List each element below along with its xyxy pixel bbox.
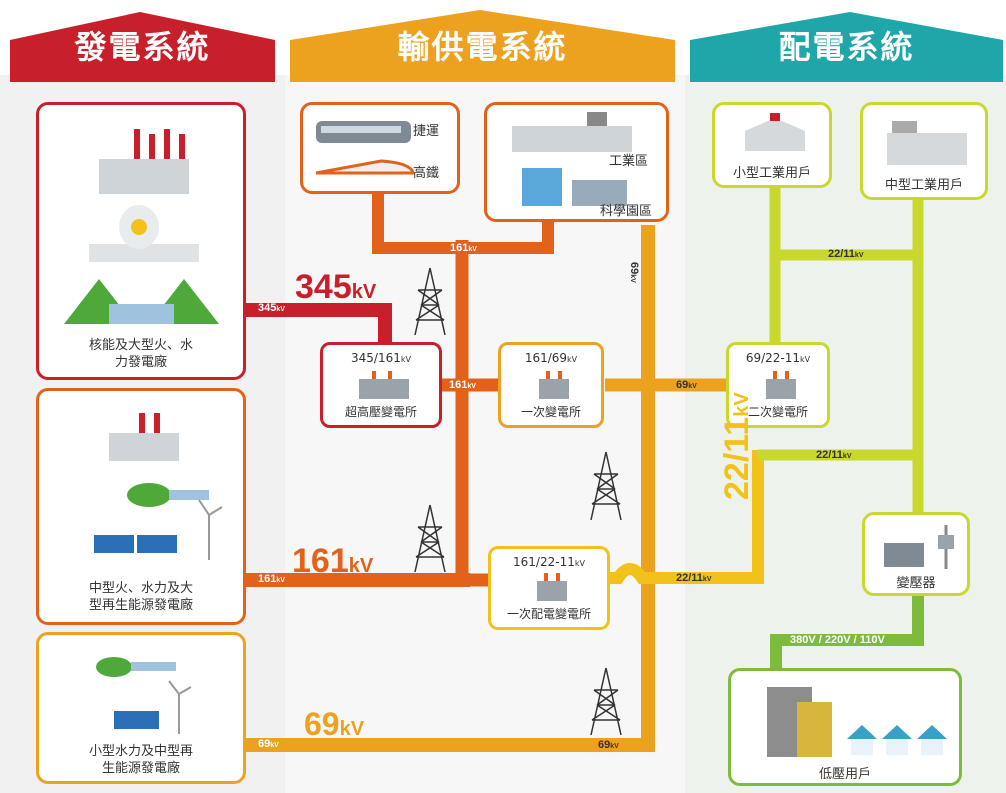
header-distribution: 配電系統 (778, 28, 915, 66)
header-transmission: 輸供電系統 (397, 28, 568, 66)
secondary-sub-rating: 69/22-11 (745, 351, 801, 365)
ultra-sub-label: 超高壓變電所 (344, 405, 417, 419)
wind-turbine-icon (168, 680, 192, 734)
medium-industrial-label: 中型工業用戶 (884, 178, 963, 193)
small-industrial-box: 小型工業用戶 (712, 102, 832, 188)
science-park-label: 科學園區 (599, 204, 652, 219)
generation-box-large: 核能及大型火、水 力發電廠 (36, 102, 246, 380)
generation-small-label-2: 生能源發電廠 (101, 761, 180, 776)
transformer-icon (537, 573, 567, 601)
line-label-69-mid: 69kV (676, 379, 697, 391)
mrt-icon (316, 121, 411, 143)
voltage-345-label: 345kV (295, 268, 377, 306)
secondary-sub-label: 二次變電所 (747, 405, 808, 419)
transformer-box: 變壓器 (862, 512, 970, 596)
generation-box-small: 小型水力及中型再 生能源發電廠 (36, 632, 246, 784)
transformer-label: 變壓器 (896, 576, 936, 591)
line-label-161-top: 161kV (450, 242, 477, 254)
hsr-label: 高鐵 (413, 166, 440, 181)
small-plant-icons (96, 657, 192, 734)
tower-icon (590, 667, 622, 736)
medium-factory-icon (887, 121, 967, 165)
medium-plant-icons (94, 413, 223, 560)
wind-turbine-icon (198, 499, 223, 560)
transformer-icon (539, 371, 569, 399)
generation-small-label-1: 小型水力及中型再 (88, 744, 193, 759)
rail-customers-box: 捷運 高鐵 (300, 102, 460, 194)
tower-icon (414, 504, 446, 573)
industrial-label: 工業區 (608, 154, 648, 169)
header-generation: 發電系統 (74, 28, 211, 66)
line-label-2211-mid: 22/11kV (816, 449, 852, 461)
secondary-substation: 69/22-11kV 二次變電所 (726, 342, 830, 428)
hydro-icon (96, 657, 176, 677)
power-plant-icons (64, 129, 219, 324)
primary-dist-rating: 161/22-11 (513, 555, 575, 569)
industrial-customers-box: 工業區 科學園區 (484, 102, 669, 222)
generation-box-medium: 中型火、水力及大 型再生能源發電廠 (36, 388, 246, 625)
kv-unit: kV (800, 355, 811, 364)
generation-large-label-2: 力發電廠 (114, 355, 167, 370)
small-industrial-label: 小型工業用戶 (732, 166, 811, 181)
generation-medium-label-1: 中型火、水力及大 (88, 581, 193, 596)
medium-industrial-box: 中型工業用戶 (860, 102, 988, 200)
primary-sub-label: 一次變電所 (520, 405, 581, 419)
small-factory-icon (745, 113, 805, 151)
primary-dist-label: 一次配電變電所 (506, 607, 591, 621)
low-voltage-rating: 380V / 220V / 110V (790, 634, 885, 646)
line-label-69-bottom: 69kV (598, 739, 619, 751)
industrial-icons (512, 112, 632, 206)
solar-panel-icon (114, 711, 159, 729)
hsr-icon (315, 159, 415, 175)
house-icon (882, 725, 912, 755)
line-label-2211: 22/11kV (676, 572, 712, 584)
pole-transformer-icon (884, 525, 954, 569)
house-icon (847, 725, 877, 755)
primary-sub-rating: 161/69 (524, 351, 568, 365)
voltage-69-label: 69kV (304, 706, 365, 742)
train-icons (315, 121, 415, 175)
tower-icon (414, 267, 446, 336)
mrt-label: 捷運 (413, 124, 440, 139)
transformer-icon (359, 371, 409, 399)
building-icon (767, 687, 832, 757)
ultra-sub-rating: 345/161 (351, 351, 401, 365)
low-voltage-box: 低壓用戶 (728, 668, 962, 786)
line-label-161-mid: 161kV (449, 379, 476, 391)
transformer-icon (766, 371, 796, 399)
line-label-2211-top: 22/11kV (828, 248, 864, 260)
primary-substation: 161/69kV 一次變電所 (498, 342, 604, 428)
line-label-161: 161kV (258, 573, 285, 585)
office-building-icon (522, 168, 627, 206)
solar-panel-icon (94, 535, 177, 553)
line-label-69: 69kV (258, 738, 279, 750)
header-roofs (10, 10, 1003, 82)
factory-icon (99, 129, 189, 194)
hydro-dam-icon (64, 279, 219, 324)
generation-medium-label-2: 型再生能源發電廠 (88, 598, 193, 613)
city-icon (767, 687, 947, 757)
line-label-345: 345kV (258, 302, 285, 314)
factory-icon (109, 413, 179, 461)
low-voltage-label: 低壓用戶 (818, 767, 871, 782)
kv-unit: kV (400, 355, 411, 364)
kv-unit: kV (567, 355, 578, 364)
primary-distribution-substation: 161/22-11kV 一次配電變電所 (488, 546, 610, 630)
voltage-161-label: 161kV (292, 542, 374, 580)
house-icon (917, 725, 947, 755)
hydro-icon (127, 483, 209, 507)
line-label-69-vertical: 69kV (628, 262, 640, 283)
nuclear-plant-icon (89, 205, 199, 262)
kv-unit: kV (574, 559, 585, 568)
voltage-2211-label: 22/11kV (718, 392, 756, 500)
ultra-high-voltage-substation: 345/161kV 超高壓變電所 (320, 342, 442, 428)
tower-icon (590, 451, 622, 521)
factory-icon (512, 112, 632, 152)
generation-large-label-1: 核能及大型火、水 (88, 338, 193, 353)
